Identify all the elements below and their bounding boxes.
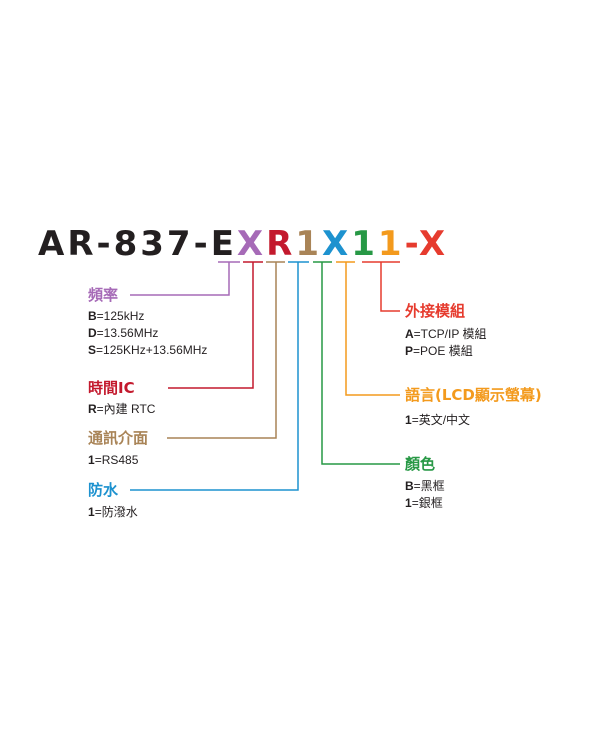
external-module-label: 外接模組 (405, 302, 466, 320)
option-row: D=13.56MHz (88, 325, 207, 342)
model-code-clock-ic: R (266, 224, 296, 264)
option-code: B (405, 479, 414, 493)
interface-label: 通訊介面 (88, 429, 149, 447)
option-code: R (88, 402, 97, 416)
external-module-options: A=TCP/IP 模組 P=POE 模組 (405, 326, 486, 360)
option-code: A (405, 327, 414, 341)
model-code-language: 1 (377, 224, 405, 264)
option-row: R=內建 RTC (88, 401, 155, 418)
option-row: 1=RS485 (88, 452, 138, 469)
frequency-options: B=125kHz D=13.56MHz S=125KHz+13.56MHz (88, 308, 207, 359)
option-row: B=黑框 (405, 478, 445, 495)
option-desc: =防潑水 (94, 505, 138, 519)
option-desc: =TCP/IP 模組 (413, 327, 487, 341)
waterproof-options: 1=防潑水 (88, 504, 138, 521)
color-options: B=黑框 1=銀框 (405, 478, 445, 512)
option-desc: =125kHz (96, 309, 145, 323)
model-code-color: 1 (351, 224, 378, 264)
option-row: P=POE 模組 (405, 343, 486, 360)
option-code: 1 (88, 453, 95, 467)
model-prefix: AR-837-E (38, 224, 237, 264)
leader-frequency (130, 262, 230, 296)
frequency-label: 頻率 (88, 286, 119, 304)
option-desc: =POE 模組 (413, 344, 473, 358)
option-desc: =英文/中文 (411, 413, 471, 427)
option-code: P (405, 344, 414, 358)
waterproof-label: 防水 (88, 481, 119, 499)
clock-ic-label: 時間IC (88, 379, 135, 397)
option-row: 1=英文/中文 (405, 412, 470, 429)
option-code: S (88, 343, 97, 357)
model-code-interface: 1 (295, 224, 322, 264)
option-row: B=125kHz (88, 308, 207, 325)
leader-external-module (380, 262, 400, 312)
option-row: S=125KHz+13.56MHz (88, 342, 207, 359)
model-code-waterproof: X (322, 224, 352, 264)
model-code-frequency: X (236, 224, 267, 264)
option-desc: =黑框 (413, 479, 445, 493)
clock-ic-options: R=內建 RTC (88, 401, 155, 418)
language-label: 語言(LCD顯示螢幕) (405, 386, 542, 404)
option-row: A=TCP/IP 模組 (405, 326, 486, 343)
model-code-external-module: -X (404, 224, 449, 264)
option-row: 1=銀框 (405, 495, 445, 512)
leader-waterproof (130, 262, 299, 491)
option-desc: =13.56MHz (96, 326, 159, 340)
option-code: B (88, 309, 97, 323)
option-desc: =銀框 (411, 496, 443, 510)
option-desc: =125KHz+13.56MHz (96, 343, 208, 357)
language-options: 1=英文/中文 (405, 412, 470, 429)
option-row: 1=防潑水 (88, 504, 138, 521)
option-code: 1 (405, 496, 412, 510)
leader-color (321, 262, 400, 465)
interface-options: 1=RS485 (88, 452, 138, 469)
leader-language (345, 262, 400, 396)
model-number: AR-837-EXR1X11-X (38, 222, 448, 266)
option-code: 1 (405, 413, 412, 427)
option-code: D (88, 326, 97, 340)
option-code: 1 (88, 505, 95, 519)
option-desc: =內建 RTC (96, 402, 156, 416)
option-desc: =RS485 (94, 453, 139, 467)
color-label: 顏色 (405, 455, 436, 473)
